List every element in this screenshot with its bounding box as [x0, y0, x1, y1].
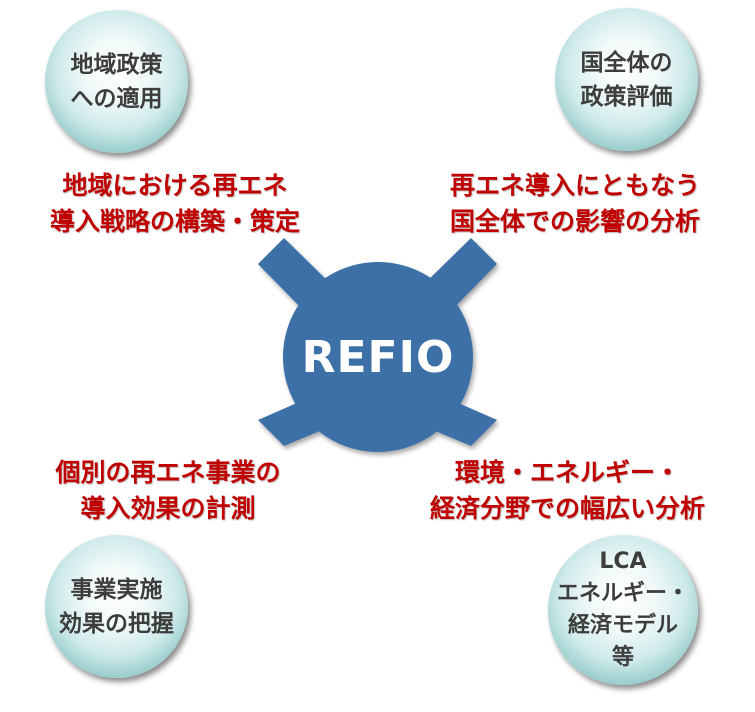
sphere-regional-policy-text: 地域政策 への適用 [70, 51, 163, 112]
hub-label: REFIO [301, 331, 455, 383]
sphere-project-effects: 事業実施 効果の把握 [45, 535, 188, 678]
sphere-lca-models-text: LCA エネルギー・ 経済モデル 等 [556, 549, 689, 670]
caption-project-measurement: 個別の再エネ事業の 導入効果の計測 [55, 458, 281, 523]
hub-circle [283, 262, 473, 452]
caption-broad-analysis: 環境・エネルギー・ 経済分野での幅広い分析 [429, 458, 705, 523]
sphere-lca-models: LCA エネルギー・ 経済モデル 等 [548, 535, 698, 685]
sphere-project-effects-text: 事業実施 効果の把握 [59, 576, 174, 637]
caption-regional-strategy: 地域における再エネ 導入戦略の構築・策定 [49, 171, 300, 236]
caption-national-impact: 再エネ導入にともなう 国全体での影響の分析 [449, 171, 700, 236]
sphere-national-evaluation: 国全体の 政策評価 [555, 8, 698, 151]
sphere-regional-policy: 地域政策 への適用 [45, 10, 188, 153]
sphere-national-evaluation-text: 国全体の 政策評価 [580, 49, 673, 110]
